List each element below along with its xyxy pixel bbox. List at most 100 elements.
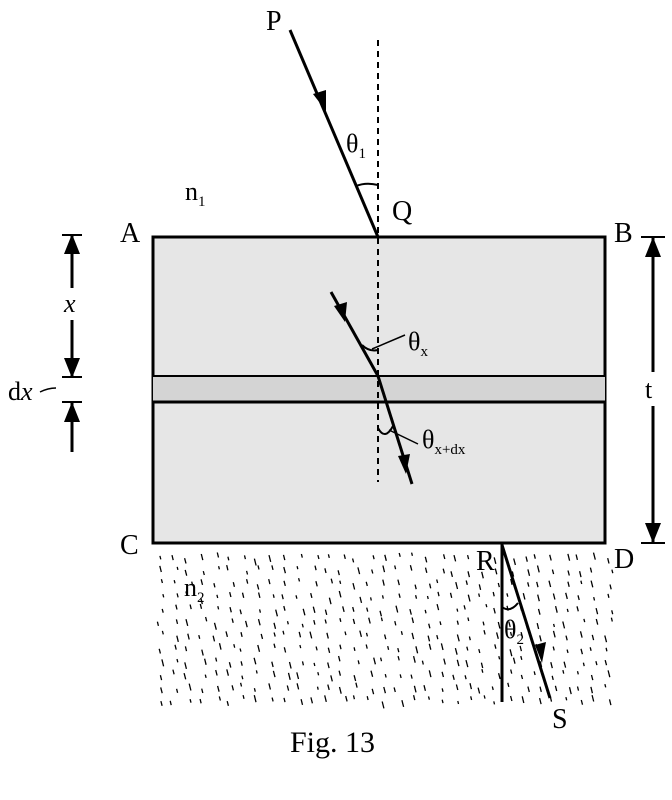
texture-dash <box>229 606 232 613</box>
texture-dash <box>513 558 517 566</box>
texture-dash <box>549 554 552 561</box>
texture-dash <box>510 578 513 585</box>
texture-dash <box>231 618 234 623</box>
texture-dash <box>327 662 330 669</box>
texture-dash <box>394 620 397 626</box>
texture-dash <box>440 643 444 651</box>
texture-dash <box>159 555 162 560</box>
texture-dash <box>410 674 413 679</box>
texture-dash <box>456 608 459 612</box>
texture-dash <box>536 581 539 588</box>
texture-dash <box>428 623 431 629</box>
label-n1: n1 <box>185 177 206 210</box>
texture-dash <box>286 621 289 625</box>
texture-dash <box>317 672 320 676</box>
texture-dash <box>497 621 501 629</box>
texture-dash <box>183 558 187 564</box>
incident-ray <box>288 29 380 238</box>
texture-dash <box>316 686 319 690</box>
texture-dash <box>509 631 513 636</box>
texture-dash <box>217 566 221 570</box>
texture-dash <box>421 660 424 665</box>
texture-dash <box>241 675 244 680</box>
texture-dash <box>423 685 427 691</box>
texture-dash <box>296 672 300 680</box>
texture-dash <box>160 579 164 584</box>
texture-dash <box>509 695 513 702</box>
texture-dash <box>295 595 298 599</box>
texture-dash <box>324 568 327 574</box>
texture-dash <box>452 674 455 680</box>
texture-dash <box>415 646 419 654</box>
lower-medium-texture <box>156 552 614 709</box>
label-B: B <box>614 218 633 249</box>
texture-dash <box>521 696 525 704</box>
texture-dash <box>383 634 387 640</box>
texture-dash <box>465 659 469 668</box>
texture-dash <box>213 583 216 588</box>
texture-dash <box>204 674 207 679</box>
texture-dash <box>478 584 482 591</box>
texture-dash <box>593 596 596 601</box>
texture-dash <box>608 699 612 706</box>
texture-dash <box>232 582 236 587</box>
label-dx: dx <box>8 377 33 406</box>
texture-dash <box>302 608 306 616</box>
texture-dash <box>565 635 568 641</box>
texture-dash <box>522 593 526 600</box>
texture-dash <box>455 581 459 590</box>
texture-dash <box>253 695 257 703</box>
texture-dash <box>176 566 179 571</box>
texture-dash <box>400 631 403 636</box>
texture-dash <box>372 555 375 560</box>
texture-dash <box>566 608 569 613</box>
texture-dash <box>527 569 531 576</box>
texture-dash <box>204 616 208 622</box>
texture-dash <box>365 632 369 637</box>
texture-dash <box>583 618 586 623</box>
texture-dash <box>590 674 594 681</box>
texture-dash <box>562 669 565 674</box>
texture-dash <box>576 606 579 612</box>
texture-dash <box>283 647 287 653</box>
texture-dash <box>345 695 348 702</box>
texture-dash <box>411 617 415 624</box>
texture-dash <box>268 578 271 585</box>
label-P: P <box>266 6 282 37</box>
texture-dash <box>410 552 414 556</box>
texture-dash <box>273 622 277 629</box>
texture-dash <box>299 644 302 649</box>
texture-dash <box>549 697 553 702</box>
texture-dash <box>401 700 405 708</box>
texture-dash <box>398 552 401 557</box>
texture-dash <box>506 593 509 597</box>
texture-dash <box>595 618 599 625</box>
texture-dash <box>537 608 541 615</box>
texture-dash <box>576 686 580 691</box>
texture-dash <box>159 675 163 681</box>
texture-dash <box>287 672 291 680</box>
texture-dash <box>191 581 194 585</box>
texture-dash <box>393 687 396 693</box>
texture-dash <box>313 662 316 667</box>
texture-dash <box>271 565 274 571</box>
texture-dash <box>226 669 230 676</box>
texture-dash <box>227 556 230 561</box>
texture-dash <box>217 606 220 610</box>
texture-dash <box>456 620 459 625</box>
texture-dash <box>576 671 579 675</box>
texture-dash <box>243 555 247 560</box>
figure-caption: Fig. 13 <box>290 726 375 759</box>
texture-dash <box>357 567 361 575</box>
texture-dash <box>470 696 473 701</box>
texture-dash <box>200 597 203 605</box>
incident-ray-arrow <box>313 90 326 111</box>
texture-dash <box>344 631 347 636</box>
texture-dash <box>260 633 264 640</box>
texture-dash <box>212 635 216 642</box>
texture-dash <box>309 631 313 639</box>
label-theta1: θ1 <box>346 129 366 162</box>
texture-dash <box>366 607 369 612</box>
texture-dash <box>507 682 510 688</box>
texture-dash <box>233 644 236 648</box>
